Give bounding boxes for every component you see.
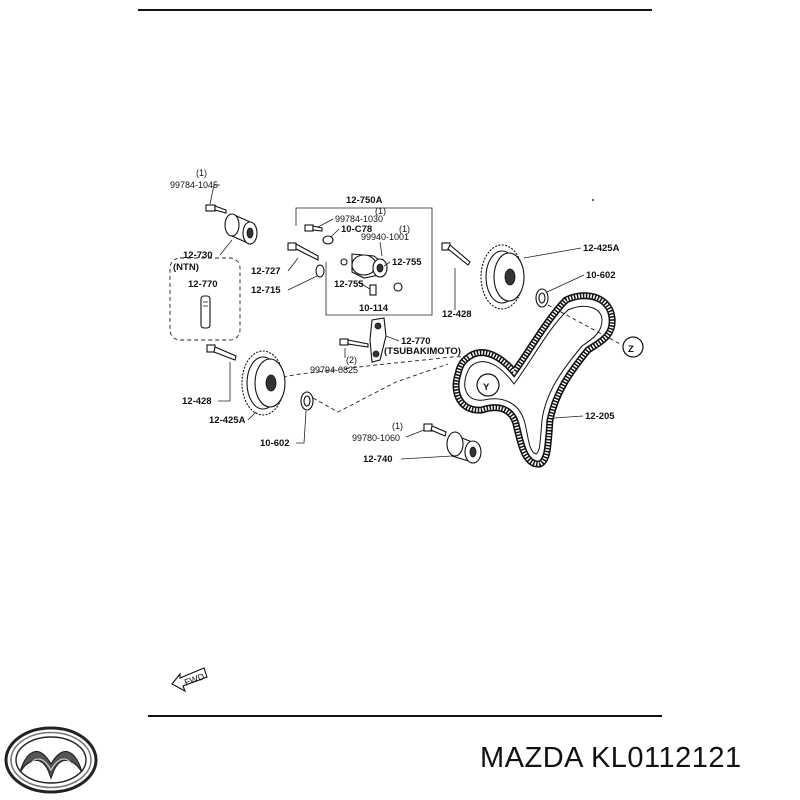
camshaft-pulley-12-425A-left	[241, 350, 286, 416]
brand-caption: MAZDA KL0112121	[480, 742, 742, 774]
alignment-dashed-line-tensioner	[275, 355, 479, 379]
mazda-logo	[4, 726, 98, 794]
washer-12-715	[315, 264, 325, 278]
bolt-99784-1045	[205, 204, 227, 214]
label-12-428-left: 12-428	[182, 396, 212, 407]
label-99784-1045: 99784-1045	[170, 180, 218, 190]
label-12-205: 12-205	[585, 411, 615, 422]
bolt-12-727	[287, 242, 319, 261]
camshaft-pulley-12-425A-right	[480, 244, 525, 310]
ntn-dashed-box	[169, 257, 241, 341]
tensioner-tsubakimoto-12-770	[369, 317, 387, 363]
label-99940-1001: 99940-1001	[361, 232, 409, 242]
label-99784-1045-qty: (1)	[196, 168, 207, 178]
label-mark-z: Z	[628, 344, 634, 355]
bolt-99780-1060	[423, 423, 447, 437]
idler-12-740	[446, 431, 482, 464]
oil-seal-10-602-left	[300, 391, 314, 411]
label-12-740: 12-740	[363, 454, 393, 465]
label-12-750A: 12-750A	[346, 195, 383, 206]
label-99794-0825-qty: (2)	[346, 355, 357, 365]
label-12-715: 12-715	[251, 285, 281, 296]
label-10-602-left: 10-602	[260, 438, 290, 449]
label-ntn: (NTN)	[173, 262, 199, 273]
label-99780-1060: 99780-1060	[352, 433, 400, 443]
tensioner-ntn-12-770	[200, 295, 211, 329]
label-fwd: FWD	[183, 671, 206, 688]
label-12-755-left: 12-755	[334, 279, 364, 290]
label-12-727: 12-727	[251, 266, 281, 277]
speck	[592, 199, 594, 201]
label-99940-1001-qty: (1)	[399, 224, 410, 234]
label-12-425A-right: 12-425A	[583, 243, 620, 254]
oil-seal-10-602-right	[535, 288, 549, 308]
label-12-425A-left: 12-425A	[209, 415, 246, 426]
label-12-770-ntn: 12-770	[188, 279, 218, 290]
tensioner-assembly-bracket	[295, 207, 433, 316]
tensioner-pulley-assembly	[340, 253, 388, 279]
stud-12-755-left	[369, 284, 377, 296]
label-10-114: 10-114	[359, 303, 389, 314]
label-12-770-tsubakimoto: 12-770	[401, 336, 431, 347]
timing-belt-12-205	[452, 292, 616, 468]
bolt-12-755-right	[393, 282, 403, 292]
fwd-arrow-icon: FWD	[171, 667, 208, 693]
label-99784-1030-qty: (1)	[375, 206, 386, 216]
label-12-730: 12-730	[183, 250, 213, 261]
washer-10-C78	[322, 235, 334, 245]
label-tsubakimoto: (TSUBAKIMOTO)	[384, 346, 461, 357]
label-99780-1060-qty: (1)	[392, 421, 403, 431]
reference-mark-y	[476, 373, 500, 397]
label-12-755-right: 12-755	[392, 257, 422, 268]
label-mark-y: Y	[483, 382, 490, 393]
bolt-99794-0825	[339, 338, 369, 348]
label-99784-1030: 99784-1030	[335, 214, 383, 224]
reference-mark-z	[622, 336, 644, 358]
bolt-12-428-right	[441, 242, 471, 266]
label-10-602-right: 10-602	[586, 270, 616, 281]
idler-12-730	[224, 213, 258, 245]
label-10-C78: 10-C78	[341, 224, 372, 235]
label-12-428-right: 12-428	[442, 309, 472, 320]
bolt-12-428-left	[206, 344, 237, 361]
alignment-dashed-line-seal	[312, 363, 449, 413]
bolt-99784-1030	[304, 224, 323, 232]
